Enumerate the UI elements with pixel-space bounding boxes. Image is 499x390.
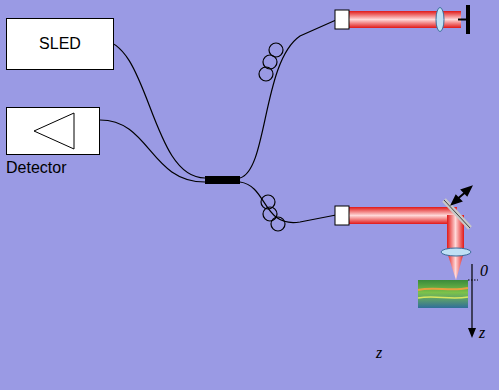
depth-axis [471,264,472,330]
sample-beam [349,207,457,224]
depth-origin-label: 0 [480,262,488,280]
zero-depth-line [468,280,478,281]
scanning-mirror [444,200,470,228]
retina-image [418,280,468,308]
scan-arrow [452,187,471,204]
detector-label: Detector [6,159,66,177]
detector-box: Detector [6,107,100,155]
objective-lens [441,248,471,256]
collimator [335,206,349,225]
optical-fiber [100,20,336,231]
collimator [335,10,349,29]
amplifier-symbol [7,108,99,154]
depth-axis-label: z [479,324,485,342]
source-label: SLED [7,19,113,69]
depth-axis [468,328,476,338]
fiber-coupler [205,176,240,184]
source-box: SLED [6,18,114,70]
lens [436,8,444,32]
reference-mirror [458,19,468,21]
depth-axis-label: z [376,344,382,362]
